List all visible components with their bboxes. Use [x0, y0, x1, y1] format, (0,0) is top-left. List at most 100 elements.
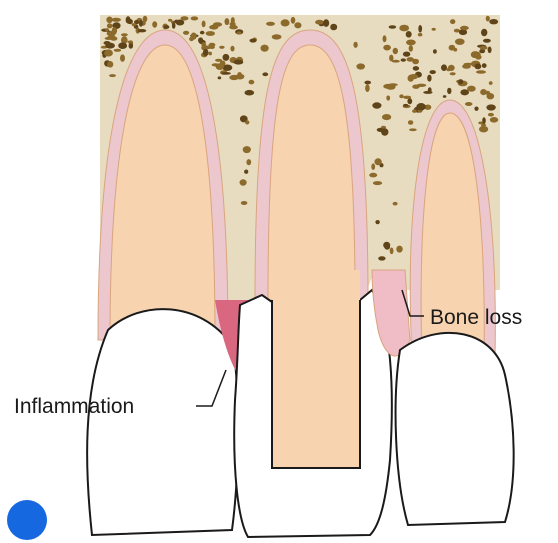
bone-particle: [104, 49, 113, 56]
left-tooth-crown: [87, 309, 238, 535]
bone-particle: [486, 104, 495, 110]
bone-particle: [455, 39, 465, 45]
bone-particle: [403, 104, 408, 107]
bone-particle: [393, 202, 398, 206]
bone-particle: [401, 58, 406, 61]
bone-particle: [139, 20, 143, 27]
bone-particle: [464, 63, 474, 66]
bone-particle: [443, 95, 447, 98]
bone-particle: [244, 170, 248, 174]
bone-particle: [406, 40, 416, 46]
bone-particle: [243, 146, 251, 153]
bone-particle: [407, 57, 414, 62]
bone-particle: [486, 16, 490, 22]
bone-particle: [390, 248, 394, 255]
bone-particle: [471, 51, 480, 58]
bone-particle: [223, 54, 230, 61]
bone-particle: [105, 37, 113, 40]
bone-particle: [476, 70, 486, 74]
bone-particle: [272, 34, 282, 39]
bone-particle: [221, 72, 231, 75]
bone-particle: [234, 60, 244, 65]
bone-particle: [409, 128, 417, 131]
bone-particle: [489, 19, 498, 24]
bone-particle: [353, 42, 357, 48]
bone-particle: [107, 61, 113, 68]
bone-particle: [245, 90, 255, 96]
bone-particle: [294, 22, 301, 28]
right-tooth-crown: [396, 333, 514, 525]
bone-particle: [403, 52, 410, 57]
bone-particle: [281, 19, 290, 26]
bone-particle: [372, 102, 381, 108]
bone-particle: [482, 117, 486, 124]
bone-particle: [198, 37, 203, 43]
bone-particle: [105, 28, 109, 31]
bone-particle: [430, 70, 436, 74]
bone-particle: [433, 49, 437, 53]
bone-particle: [114, 49, 122, 52]
bone-particle: [381, 126, 386, 129]
bone-particle: [164, 25, 170, 29]
bone-particle: [412, 109, 417, 113]
bone-particle: [231, 17, 235, 24]
bone-particle: [467, 86, 476, 92]
bone-particle: [191, 16, 199, 20]
bone-particle: [183, 31, 189, 35]
bone-particle: [356, 63, 365, 69]
bone-particle: [480, 89, 487, 95]
bone-particle: [475, 64, 482, 70]
bone-particle: [403, 96, 411, 99]
bone-particle: [238, 72, 242, 75]
bone-particle: [189, 37, 194, 41]
bone-particle: [218, 76, 222, 79]
bone-particle: [408, 120, 413, 125]
bone-particle: [383, 242, 390, 249]
bone-particle: [229, 75, 239, 80]
bone-particle: [383, 84, 393, 89]
bone-particle: [490, 117, 498, 123]
bone-particle: [364, 81, 371, 85]
bone-particle: [460, 26, 469, 30]
bone-particle: [458, 79, 463, 84]
bone-particle: [418, 33, 423, 36]
bone-particle: [236, 31, 241, 34]
bone-particle: [413, 66, 419, 71]
bone-particle: [488, 47, 492, 54]
bone-particle: [138, 29, 147, 32]
bone-particle: [250, 39, 257, 43]
bone-particle: [474, 107, 478, 111]
bone-particle: [172, 22, 176, 29]
bone-particle: [262, 72, 268, 76]
bone-particle: [209, 43, 216, 47]
bone-particle: [213, 22, 222, 27]
bone-particle: [386, 95, 390, 100]
bone-particle: [416, 103, 425, 110]
bone-particle: [245, 120, 249, 124]
bone-particle: [143, 16, 148, 22]
bone-particle: [202, 21, 206, 28]
bone-particle: [121, 33, 128, 36]
bone-particle: [315, 20, 324, 25]
bone-particle: [291, 17, 296, 24]
bone-particle: [330, 24, 337, 31]
bone-particle: [249, 80, 255, 85]
bone-particle: [488, 113, 494, 117]
bone-particle: [127, 19, 133, 24]
bone-particle: [323, 19, 329, 27]
bone-particle: [481, 29, 487, 36]
bone-particle: [382, 114, 391, 120]
bone-particle: [481, 123, 486, 127]
bone-particle: [176, 20, 185, 26]
bone-particle: [118, 42, 127, 49]
bone-particle: [373, 181, 382, 185]
bone-particle: [374, 158, 381, 165]
bone-particle: [482, 63, 487, 68]
bone-particle: [383, 45, 391, 51]
bone-particle: [107, 31, 116, 36]
bone-particle: [392, 60, 400, 63]
bone-particle: [109, 74, 116, 77]
bone-particle: [417, 84, 427, 87]
bone-particle: [450, 19, 455, 24]
bone-particle: [241, 201, 248, 205]
